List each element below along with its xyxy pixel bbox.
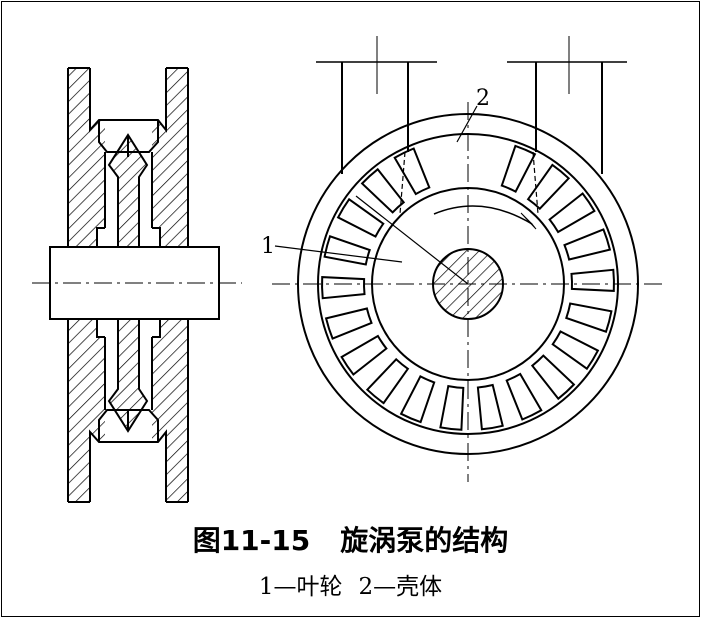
blade-cell — [365, 357, 410, 405]
blade-cell — [565, 302, 613, 333]
outlet-pipe — [535, 62, 603, 174]
blade-cell — [530, 354, 576, 401]
legend-item-casing: 2—壳体 — [358, 574, 443, 600]
blade-cell — [500, 144, 537, 193]
figure-caption: 图11-15 旋涡泵的结构 — [2, 527, 699, 555]
blade-cell — [340, 334, 388, 376]
blade-cell — [399, 375, 436, 424]
rotation-arrow — [433, 205, 533, 225]
figure-legend: 1—叶轮 2—壳体 — [2, 576, 699, 599]
label-casing: 2 — [476, 86, 490, 111]
right-casing-wall — [152, 68, 188, 502]
blade-cell — [321, 276, 366, 300]
blade-cell — [324, 307, 373, 340]
inlet-pipe — [341, 62, 409, 174]
front-view — [272, 36, 666, 482]
blade-cell — [360, 167, 406, 214]
blade-cell — [570, 268, 615, 292]
side-section-view — [32, 67, 242, 503]
blade-cell — [476, 383, 504, 431]
figure-number: 图11-15 — [192, 524, 311, 557]
legend-item-impeller: 1—叶轮 — [258, 574, 343, 600]
impeller-blade-upper — [107, 133, 149, 248]
blade-cell — [439, 384, 465, 431]
blade-cell — [393, 147, 431, 196]
blade-cell — [336, 197, 385, 238]
blade-cell — [563, 228, 612, 261]
blade-cell — [551, 330, 600, 371]
impeller-blades — [321, 144, 615, 431]
blade-cell — [505, 372, 543, 421]
blade-cell — [526, 163, 571, 211]
left-casing-wall — [68, 68, 105, 502]
impeller-blade-lower — [107, 318, 149, 433]
label-leaders — [274, 105, 478, 263]
label-impeller: 1 — [261, 234, 275, 259]
blade-cell — [323, 235, 371, 266]
figure-title: 旋涡泵的结构 — [340, 524, 509, 557]
blade-cell — [548, 192, 596, 234]
